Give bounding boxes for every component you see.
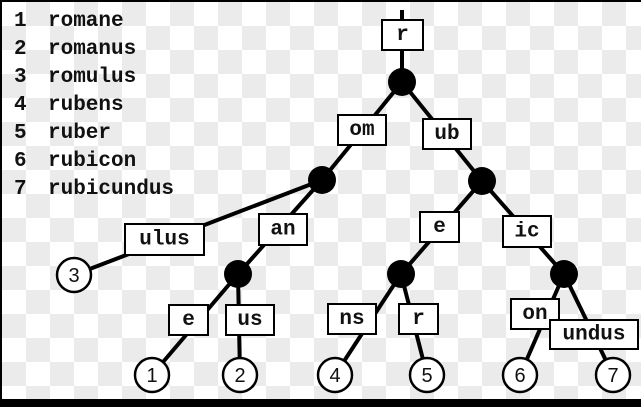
edge-label-text: ns — [339, 308, 364, 331]
edge-label-text: us — [237, 309, 262, 332]
legend-number: 2 — [14, 38, 27, 61]
edge-label-e: e — [419, 211, 460, 243]
leaf-number: 1 — [146, 365, 157, 387]
legend-item: 2 romanus — [14, 36, 174, 64]
edge-label-on: on — [510, 298, 560, 330]
edge-label-box — [258, 213, 308, 246]
edge-label-box — [124, 223, 205, 256]
leaf-number: 4 — [329, 365, 340, 387]
edge-label-box — [168, 304, 209, 336]
leaf-circle — [594, 356, 632, 394]
nodes-layer — [224, 68, 578, 288]
leaf-number: 6 — [514, 365, 525, 387]
edge-label-text: undus — [562, 324, 625, 347]
edge-label-r: r — [381, 19, 424, 51]
legend-item: 6 rubicon — [14, 148, 174, 176]
legend-number: 6 — [14, 150, 27, 173]
internal-node — [308, 166, 336, 194]
leaf-4: 4 — [316, 356, 354, 394]
edge-label-text: e — [182, 309, 195, 332]
edge-label-box — [422, 118, 472, 150]
legend-word: rubicundus — [48, 178, 175, 201]
leaf-3: 3 — [55, 256, 93, 294]
legend-number: 1 — [14, 10, 27, 33]
edge-label-box — [381, 19, 424, 51]
internal-node — [388, 68, 416, 96]
edge-label-box — [337, 114, 387, 146]
leaf-2: 2 — [221, 356, 259, 394]
leaf-circle — [316, 356, 354, 394]
leaves-layer: 1 2 3 4 5 6 7 — [55, 256, 632, 394]
edge-label-text: e — [433, 216, 446, 239]
edge-label-r: r — [398, 303, 439, 335]
edge-label-an: an — [258, 213, 308, 246]
legend-item: 4 rubens — [14, 92, 174, 120]
edge-label-text: on — [522, 303, 547, 326]
legend-word: rubicon — [48, 150, 137, 173]
legend-word: rubens — [48, 94, 124, 117]
internal-node — [468, 167, 496, 195]
leaf-7: 7 — [594, 356, 632, 394]
leaf-number: 5 — [421, 365, 432, 387]
legend-word: ruber — [48, 122, 112, 145]
edge-label-text: r — [396, 24, 409, 47]
leaf-6: 6 — [501, 356, 539, 394]
legend-item: 1 romane — [14, 8, 174, 36]
edge-label-ulus: ulus — [124, 223, 205, 256]
edge-label-text: r — [412, 308, 425, 331]
leaf-circle — [221, 356, 259, 394]
legend-item: 7 rubicundus — [14, 176, 174, 204]
internal-node — [550, 260, 578, 288]
leaf-number: 2 — [234, 365, 245, 387]
edge-label-box — [327, 303, 377, 335]
edge-label-ub: ub — [422, 118, 472, 150]
edge-label-text: ic — [514, 221, 539, 244]
legend-number: 5 — [14, 122, 27, 145]
word-legend: 1 romane 2 romanus 3 romulus 4 rubens 5 ruber… — [14, 8, 174, 204]
legend-number: 3 — [14, 66, 27, 89]
edge-label-ic: ic — [502, 215, 552, 248]
edge-label-undus: undus — [549, 319, 639, 350]
leaf-circle — [133, 356, 171, 394]
edge-label-box — [549, 319, 639, 350]
legend-number: 7 — [14, 178, 27, 201]
edge-label-text: om — [349, 119, 374, 142]
edge-label-text: ub — [434, 123, 459, 146]
legend-item: 5 ruber — [14, 120, 174, 148]
legend-item: 3 romulus — [14, 64, 174, 92]
leaf-circle — [55, 256, 93, 294]
leaf-1: 1 — [133, 356, 171, 394]
edge-label-us: us — [225, 304, 275, 336]
leaf-circle — [408, 356, 446, 394]
edge-label-box — [398, 303, 439, 335]
edge-label-box — [502, 215, 552, 248]
leaf-5: 5 — [408, 356, 446, 394]
edge-label-om: om — [337, 114, 387, 146]
edge-label-text: ulus — [139, 229, 189, 252]
leaf-number: 7 — [607, 365, 618, 387]
legend-word: romane — [48, 10, 124, 33]
edge-label-box — [225, 304, 275, 336]
edge-label-e: e — [168, 304, 209, 336]
internal-node — [224, 260, 252, 288]
edge-label-ns: ns — [327, 303, 377, 335]
internal-node — [387, 260, 415, 288]
edge-label-text: an — [270, 219, 295, 242]
edge-label-box — [419, 211, 460, 243]
leaf-circle — [501, 356, 539, 394]
legend-word: romanus — [48, 38, 137, 61]
legend-word: romulus — [48, 66, 137, 89]
legend-number: 4 — [14, 94, 27, 117]
leaf-number: 3 — [68, 265, 79, 287]
